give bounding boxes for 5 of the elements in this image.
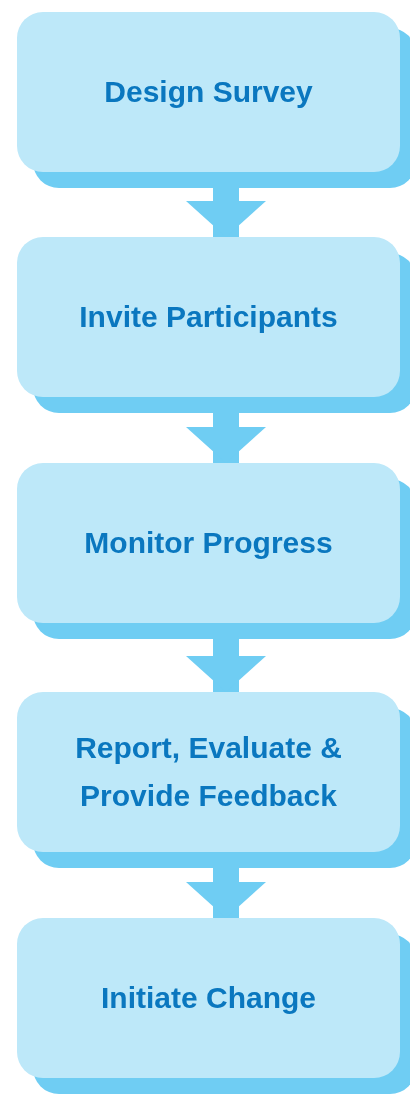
- step-label: Invite Participants: [78, 299, 339, 335]
- step-label: Initiate Change: [100, 980, 317, 1016]
- step-label: Report, Evaluate & Provide Feedback: [74, 730, 343, 814]
- step-label: Monitor Progress: [83, 525, 334, 561]
- step-label: Design Survey: [103, 74, 314, 110]
